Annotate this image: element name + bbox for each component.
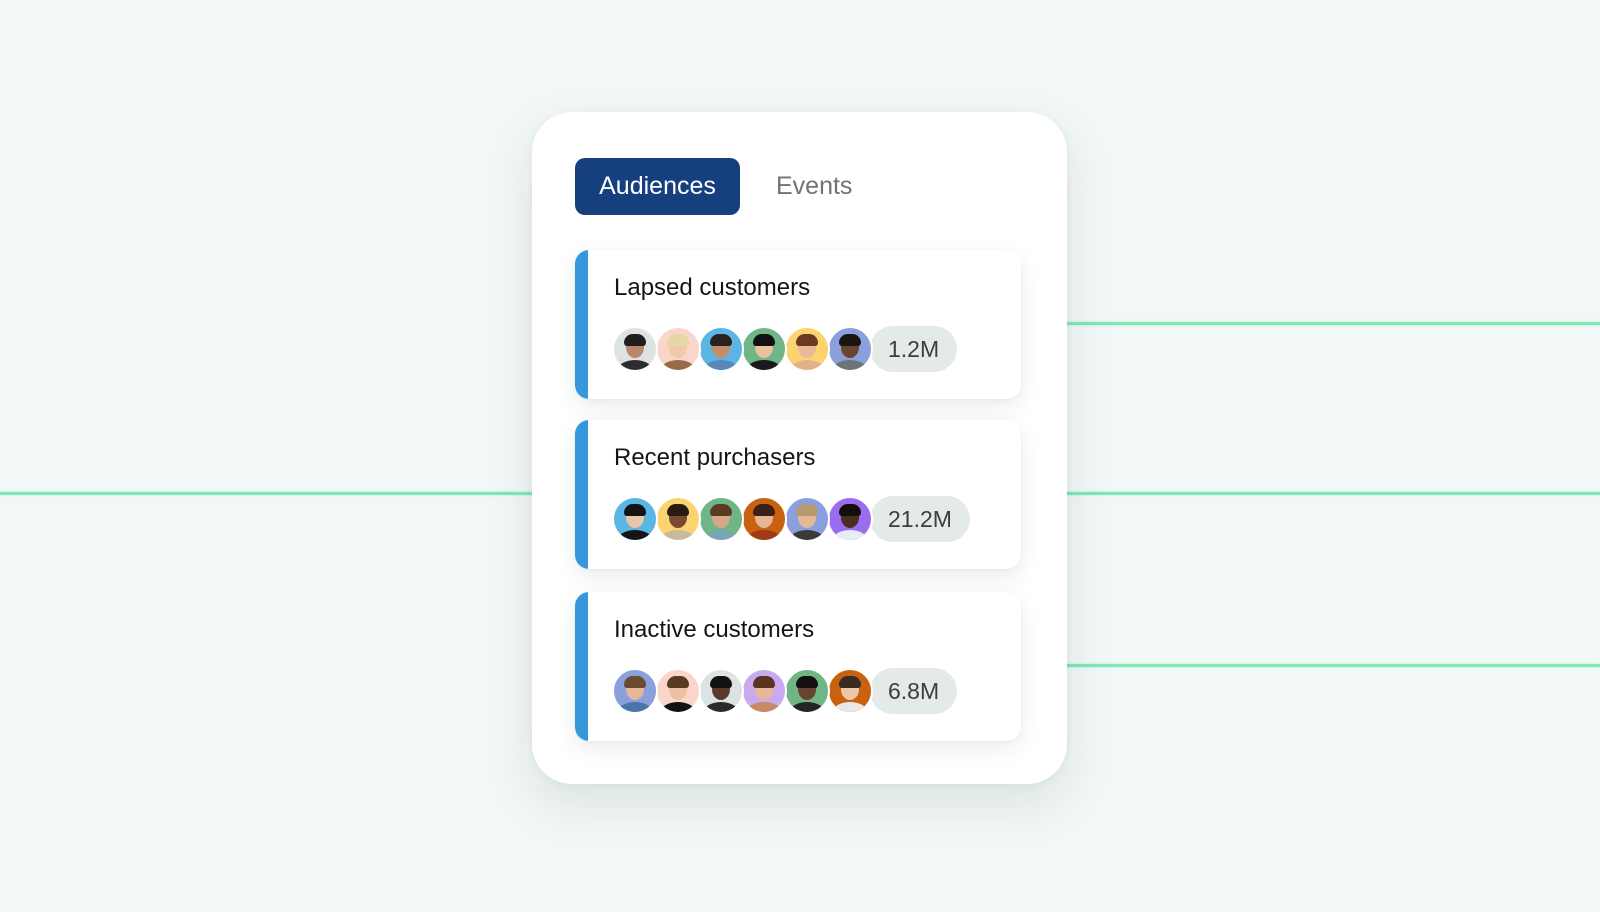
avatar xyxy=(655,326,701,372)
audience-count-badge: 1.2M xyxy=(870,326,958,372)
avatar-group: 21.2M xyxy=(612,496,970,542)
tab-audiences[interactable]: Audiences xyxy=(575,158,740,215)
audience-card-lapsed-customers[interactable]: Lapsed customers 1.2M xyxy=(575,250,1021,399)
audience-count-badge: 21.2M xyxy=(870,496,970,542)
accent-bar xyxy=(575,592,588,741)
avatar xyxy=(698,326,744,372)
avatar xyxy=(784,326,830,372)
connector-line-recent-left xyxy=(0,492,576,495)
avatar xyxy=(741,668,787,714)
avatar xyxy=(612,326,658,372)
avatar xyxy=(741,496,787,542)
avatar-group: 1.2M xyxy=(612,326,958,372)
accent-bar xyxy=(575,420,588,569)
avatar xyxy=(784,496,830,542)
avatar xyxy=(698,496,744,542)
avatar xyxy=(784,668,830,714)
accent-bar xyxy=(575,250,588,399)
avatar xyxy=(655,496,701,542)
avatar xyxy=(827,496,873,542)
avatar xyxy=(612,496,658,542)
audiences-panel: Audiences Events Lapsed customers 1.2M R… xyxy=(532,112,1067,784)
connector-line-recent-right xyxy=(1021,492,1600,495)
audience-title: Inactive customers xyxy=(614,616,815,643)
avatar-group: 6.8M xyxy=(612,668,958,714)
audience-title: Lapsed customers xyxy=(614,274,811,301)
tab-bar: Audiences Events xyxy=(575,158,871,215)
audience-card-recent-purchasers[interactable]: Recent purchasers 21.2M xyxy=(575,420,1021,569)
avatar xyxy=(827,668,873,714)
avatar xyxy=(741,326,787,372)
connector-line-lapsed xyxy=(1021,322,1600,325)
audience-card-inactive-customers[interactable]: Inactive customers 6.8M xyxy=(575,592,1021,741)
avatar xyxy=(612,668,658,714)
audience-count-badge: 6.8M xyxy=(870,668,958,714)
avatar xyxy=(827,326,873,372)
tab-events[interactable]: Events xyxy=(776,172,853,200)
audience-title: Recent purchasers xyxy=(614,444,816,471)
avatar xyxy=(698,668,744,714)
connector-line-inactive xyxy=(1021,664,1600,667)
avatar xyxy=(655,668,701,714)
